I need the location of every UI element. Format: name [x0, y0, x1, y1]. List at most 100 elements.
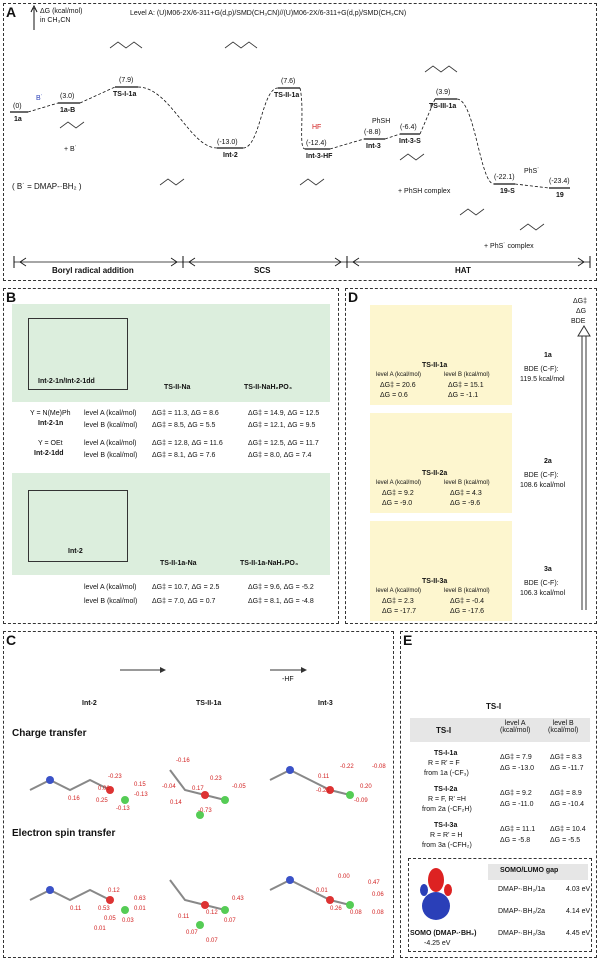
energy-ts-iii: (3.9) — [436, 89, 451, 96]
somo-label: SOMO (DMAP-·BH₂) — [410, 930, 477, 937]
b-row2-name: Int-2-1dd — [34, 450, 64, 457]
panel-d — [345, 288, 597, 624]
spin-val: 0.01 — [134, 906, 146, 912]
b-bottom-lvb: level B (kcal/mol) — [84, 598, 138, 605]
spin-val: 0.01 — [94, 926, 106, 932]
energy-ts-i: (7.9) — [119, 77, 134, 84]
spin-val: 0.53 — [98, 906, 110, 912]
spin-val: 0.11 — [178, 914, 190, 920]
e-row3-a1: ΔG‡ = 11.1 — [500, 826, 536, 833]
b-row1-name: Int-2-1n — [38, 420, 64, 427]
panel-b — [3, 288, 339, 624]
spin-val: 0.06 — [372, 892, 384, 898]
d-item2-a1: ΔG‡ = 9.2 — [382, 490, 414, 497]
energy-int3-s: (-6.4) — [400, 124, 417, 131]
panel-c-label: C — [6, 632, 17, 648]
b-row1-y: Y = N(Me)Ph — [30, 410, 71, 417]
e-row2-name: TS-I-2a — [434, 786, 458, 793]
e-row1-b2: ΔG = -11.7 — [550, 765, 584, 772]
somo-header: SOMO/LUMO gap — [500, 867, 559, 874]
e-row2-a2: ΔG = -11.0 — [500, 801, 534, 808]
e-row1-a1: ΔG‡ = 7.9 — [500, 754, 532, 761]
e-row3-sub: R = R' = H — [430, 832, 463, 839]
spin-val: 0.05 — [104, 916, 116, 922]
d-item3-b2: ΔG = -17.6 — [450, 608, 485, 615]
panel-e — [400, 631, 597, 958]
b-bottom-a1: ΔG‡ = 10.7, ΔG = 2.5 — [152, 584, 220, 591]
spin-val: 0.01 — [316, 888, 328, 894]
b-row2-a1: ΔG‡ = 12.8, ΔG = 11.6 — [152, 440, 223, 447]
panel-a-label: A — [6, 4, 17, 20]
panel-c — [3, 631, 394, 958]
e-ts-label: TS-I — [486, 702, 502, 711]
d-item3-lvb: level B (kcal/mol) — [444, 588, 490, 594]
level-text: Level A: (U)M06-2X/6-311+G(d,p)/SMD(CH₃C… — [130, 10, 407, 17]
stage-hat: HAT — [455, 266, 471, 275]
e-row3-a2: ΔG = -5.8 — [500, 837, 531, 844]
d-item2-lva: level A (kcal/mol) — [376, 480, 422, 486]
b-bottom-a2: ΔG‡ = 9.6, ΔG = -5.2 — [248, 584, 314, 591]
d-axis-bde: BDE — [571, 318, 586, 325]
e-row2-a1: ΔG‡ = 9.2 — [500, 790, 532, 797]
e-row3-b1: ΔG‡ = 10.4 — [550, 826, 586, 833]
state-1a-b: 1a-B — [60, 107, 76, 114]
energy-int3: (-8.8) — [364, 129, 381, 136]
b-row1-a2: ΔG‡ = 14.9, ΔG = 12.5 — [248, 410, 320, 417]
species-plus-phsh: + PhSH complex — [398, 188, 451, 195]
int-box-bottom — [28, 490, 128, 562]
state-ts-i: TS-I-1a — [113, 91, 137, 98]
d-item1-bg — [370, 305, 512, 405]
charge-val: 0.25 — [96, 798, 108, 804]
d-axis-dg: ΔG — [576, 308, 587, 315]
state-19: 19 — [556, 192, 564, 199]
state-1a: 1a — [14, 116, 22, 123]
charge-val: -0.22 — [340, 764, 354, 770]
b-label-int-bottom: Int-2 — [68, 548, 83, 555]
e-row1-a2: ΔG = -13.0 — [500, 765, 535, 772]
d-item3-b1: ΔG‡ = -0.4 — [450, 598, 485, 605]
stage-scs: SCS — [254, 266, 271, 275]
species-phs: PhS˙ — [524, 168, 540, 175]
d-item2-a2: ΔG = -9.0 — [382, 500, 413, 507]
charge-val: -0.23 — [108, 774, 122, 780]
somo-box — [408, 858, 592, 952]
charge-val: -0.73 — [198, 808, 212, 814]
spin-val: 0.11 — [70, 906, 82, 912]
energy-19s: (-22.1) — [494, 174, 515, 181]
b-bottom-lva: level A (kcal/mol) — [84, 584, 137, 591]
e-row1-from: from 1a (-CF₃) — [424, 770, 469, 777]
e-row3-b2: ΔG = -5.5 — [550, 837, 581, 844]
charge-val: -0.13 — [116, 806, 130, 812]
d-item1-b2: ΔG = -1.1 — [448, 392, 479, 399]
b-label-nah2po4-bottom: TS-II-1a-NaH₂PO₄ — [240, 560, 299, 567]
spin-transfer-title: Electron spin transfer — [12, 828, 116, 839]
d-item1-bdev: 119.5 kcal/mol — [520, 376, 565, 383]
e-row2-b1: ΔG‡ = 8.9 — [550, 790, 582, 797]
charge-val: -0.16 — [176, 758, 190, 764]
spin-val: 0.63 — [134, 896, 146, 902]
spin-val: 0.07 — [186, 930, 198, 936]
e-header-ts: TS-I — [436, 726, 452, 735]
d-item2-ts: TS-II-2a — [422, 470, 448, 477]
d-item3-bdev: 106.3 kcal/mol — [520, 590, 566, 597]
b-row2-a2: ΔG‡ = 12.5, ΔG = 11.7 — [248, 440, 319, 447]
state-19s: 19-S — [500, 188, 515, 195]
b-label-na-top: TS-II-Na — [164, 384, 191, 391]
b-row2-b2: ΔG‡ = 8.0, ΔG = 7.4 — [248, 452, 312, 459]
somo-gap1-pair: DMAP-·BH₂/1a — [498, 886, 546, 893]
panel-a — [3, 3, 597, 281]
e-row2-sub: R = F, R' =H — [428, 796, 466, 803]
charge-val: 0.14 — [170, 800, 182, 806]
spin-val: 0.12 — [108, 888, 120, 894]
energy-int2: (-13.0) — [217, 139, 238, 146]
charge-val: -0.08 — [372, 764, 386, 770]
spin-val: 0.12 — [206, 910, 218, 916]
d-item3-a2: ΔG = -17.7 — [382, 608, 417, 615]
d-item3-a1: ΔG‡ = 2.3 — [382, 598, 414, 605]
energy-ts-ii: (7.6) — [281, 78, 296, 85]
e-row3-from: from 3a (-CFH₂) — [422, 842, 472, 849]
d-item2-cmp: 2a — [544, 458, 552, 465]
species-hf: HF — [312, 124, 322, 131]
